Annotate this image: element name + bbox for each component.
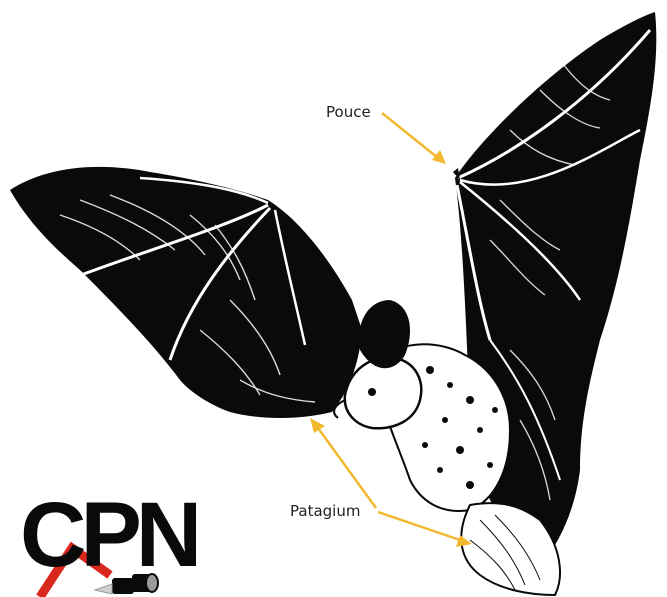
- logo-text: CPN: [20, 484, 197, 586]
- head: [345, 358, 421, 429]
- label-pouce: Pouce: [326, 103, 371, 121]
- arrow-patagium-up-line: [318, 428, 376, 508]
- arrow-patagium-right-line: [378, 512, 460, 540]
- ear: [359, 300, 410, 368]
- left-wing: [10, 167, 362, 418]
- cpn-logo: CPN: [20, 484, 197, 597]
- annotation-pouce: Pouce: [326, 103, 446, 164]
- arrow-pouce-head: [432, 150, 446, 164]
- arrow-pouce-line: [382, 113, 438, 158]
- arrow-patagium-up-head: [310, 418, 325, 433]
- label-patagium: Patagium: [290, 502, 360, 520]
- eye: [368, 388, 376, 396]
